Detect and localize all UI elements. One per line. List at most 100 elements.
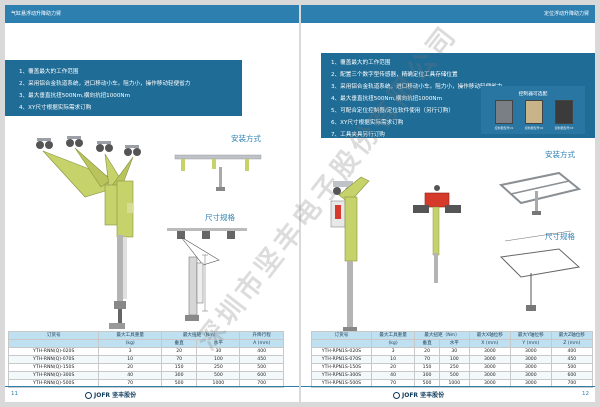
table-cell: 20 <box>414 347 440 356</box>
company-logo-icon <box>85 392 92 399</box>
table-cell: 3000 <box>468 355 511 364</box>
feature-item: 3、采用铝合金轨道系统，进口移动小车。阻力小，操作移动轻便省力 <box>331 84 503 90</box>
feature-box: 1、覆盖最大的工作范围 2、配置三个数字型传感器，精确定位工具存储位置 3、采用… <box>321 53 595 138</box>
table-cell: 100 <box>438 355 470 364</box>
feature-item: 5、可配合定位控制器/定位软件使用（另行订购） <box>331 108 454 114</box>
table-header-row: 订货号 最大工具重量 最大扭矩（Nm） 升降行程 <box>7 331 284 340</box>
controller-caption: 控制器型号01 <box>494 126 514 130</box>
page-number: 12 <box>582 391 589 397</box>
table-header-cell: 订货号 <box>311 331 372 340</box>
table-cell: 10 <box>370 355 416 364</box>
table-cell: 70 <box>160 355 198 364</box>
page-number: 11 <box>11 391 18 397</box>
controller-panel: 控制器可选配 控制器型号01 控制器型号02 控制器型号03 <box>481 86 585 134</box>
table-cell: 100 <box>196 355 241 364</box>
table-header-cell: (kg) <box>370 339 416 348</box>
table-cell: 70 <box>414 355 440 364</box>
feature-item: 6、XY尺寸根据实际需求订购 <box>331 120 404 126</box>
table-cell: 300 <box>414 371 440 380</box>
feature-item: 2、配置三个数字型传感器，精确定位工具存储位置 <box>331 72 458 78</box>
table-header-cell: 升降行程 <box>239 331 284 340</box>
table-header-cell: 最大X轴位移 <box>468 331 511 340</box>
table-cell: YTH-RNN(Q)-150S <box>7 363 100 372</box>
table-cell: YTH-RPN1S-020S <box>311 347 372 356</box>
table-cell: 3000 <box>468 363 511 372</box>
table-cell: 3000 <box>468 371 511 380</box>
header-title: 定位浮动升降助力臂 <box>543 11 589 17</box>
table-cell: 1000 <box>196 379 241 388</box>
table-header-cell: 最大工具重量 <box>370 331 416 340</box>
spec-table: 订货号 最大工具重量 最大扭矩（Nm） 最大X轴位移 最大Y轴位移 最大Z轴位移… <box>311 331 594 388</box>
table-cell: 150 <box>414 363 440 372</box>
table-header-cell: 垂直 <box>160 339 198 348</box>
table-cell: 20 <box>98 363 162 372</box>
table-cell: 450 <box>239 355 284 364</box>
table-header-cell: 最大Y轴位移 <box>509 331 552 340</box>
table-cell: 30 <box>438 347 470 356</box>
brand-name: JOFR 坚丰股份 <box>94 392 137 399</box>
feature-item: 4、最大垂直抗扭500Nm,横向抗扭1000Nm <box>331 96 443 102</box>
page-footer: 11 JOFR 坚丰股份 <box>5 386 299 402</box>
table-header-cell <box>311 339 372 348</box>
table-cell: 600 <box>550 371 594 380</box>
controller-caption: 控制器型号02 <box>524 126 544 130</box>
table-header-cell: 水平 <box>196 339 241 348</box>
table-cell: YTH-RNN(Q)-020S <box>7 347 100 356</box>
brand-logo: JOFR 坚丰股份 <box>85 390 136 399</box>
table-cell: 300 <box>160 371 198 380</box>
page-header: 气缸悬浮动升降助力臂 <box>5 5 299 23</box>
table-cell: 40 <box>370 371 416 380</box>
table-cell: 400 <box>550 347 594 356</box>
page-header: 定位浮动升降助力臂 <box>301 5 595 23</box>
brand-name: JOFR 坚丰股份 <box>402 392 445 399</box>
table-header-row: (kg) 垂直 水平 X (mm) Y (mm) Z (mm) <box>311 339 594 348</box>
table-cell: 3000 <box>468 379 511 388</box>
table-cell: 400 <box>239 347 284 356</box>
table-cell: YTH-RPN1S-070S <box>311 355 372 364</box>
table-cell: 3000 <box>509 371 552 380</box>
company-logo-icon <box>393 392 400 399</box>
table-cell: 3000 <box>509 363 552 372</box>
table-header-cell: 最大扭矩（Nm） <box>160 331 241 340</box>
table-header-cell: Z (mm) <box>550 339 594 348</box>
table-header-cell: X (mm) <box>468 339 511 348</box>
header-title: 气缸悬浮动升降助力臂 <box>11 11 62 17</box>
table-header-cell <box>7 339 100 348</box>
positioning-arm-illustration <box>330 171 582 335</box>
table-header-cell: 水平 <box>438 339 470 348</box>
table-cell: 20 <box>370 363 416 372</box>
brand-logo: JOFR 坚丰股份 <box>393 390 444 399</box>
table-header-cell: 最大工具重量 <box>98 331 162 340</box>
controller-image <box>495 100 513 124</box>
table-cell: YTH-RNN(Q)-300S <box>7 371 100 380</box>
controller-title: 控制器可选配 <box>518 92 548 97</box>
dimension-title: 尺寸规格 <box>545 232 575 241</box>
feature-item: 7、工具夹具另行订购 <box>331 132 385 138</box>
table-header-cell: Y (mm) <box>509 339 552 348</box>
table-header-cell: (kg) <box>98 339 162 348</box>
table-cell: 70 <box>98 379 162 388</box>
table-cell: 3 <box>370 347 416 356</box>
feature-item: 5、工具夹具另行订购 <box>19 117 73 123</box>
table-cell: 500 <box>438 371 470 380</box>
controller-image <box>555 100 573 124</box>
table-cell: 250 <box>438 363 470 372</box>
left-page: 气缸悬浮动升降助力臂 1、覆盖最大的工作范围 2、采用铝合金轨道系统，进口移动小… <box>5 5 299 402</box>
table-cell: 600 <box>239 371 284 380</box>
controller-image <box>525 100 543 124</box>
table-cell: 500 <box>196 371 241 380</box>
table-header-cell: 最大扭矩（Nm） <box>414 331 470 340</box>
table-cell: 500 <box>239 363 284 372</box>
spec-table: 订货号 最大工具重量 最大扭矩（Nm） 升降行程 (kg) 垂直 水平 A (m… <box>7 331 284 388</box>
table-header-cell: 订货号 <box>7 331 100 340</box>
table-cell: 3000 <box>509 347 552 356</box>
table-cell: 70 <box>370 379 416 388</box>
